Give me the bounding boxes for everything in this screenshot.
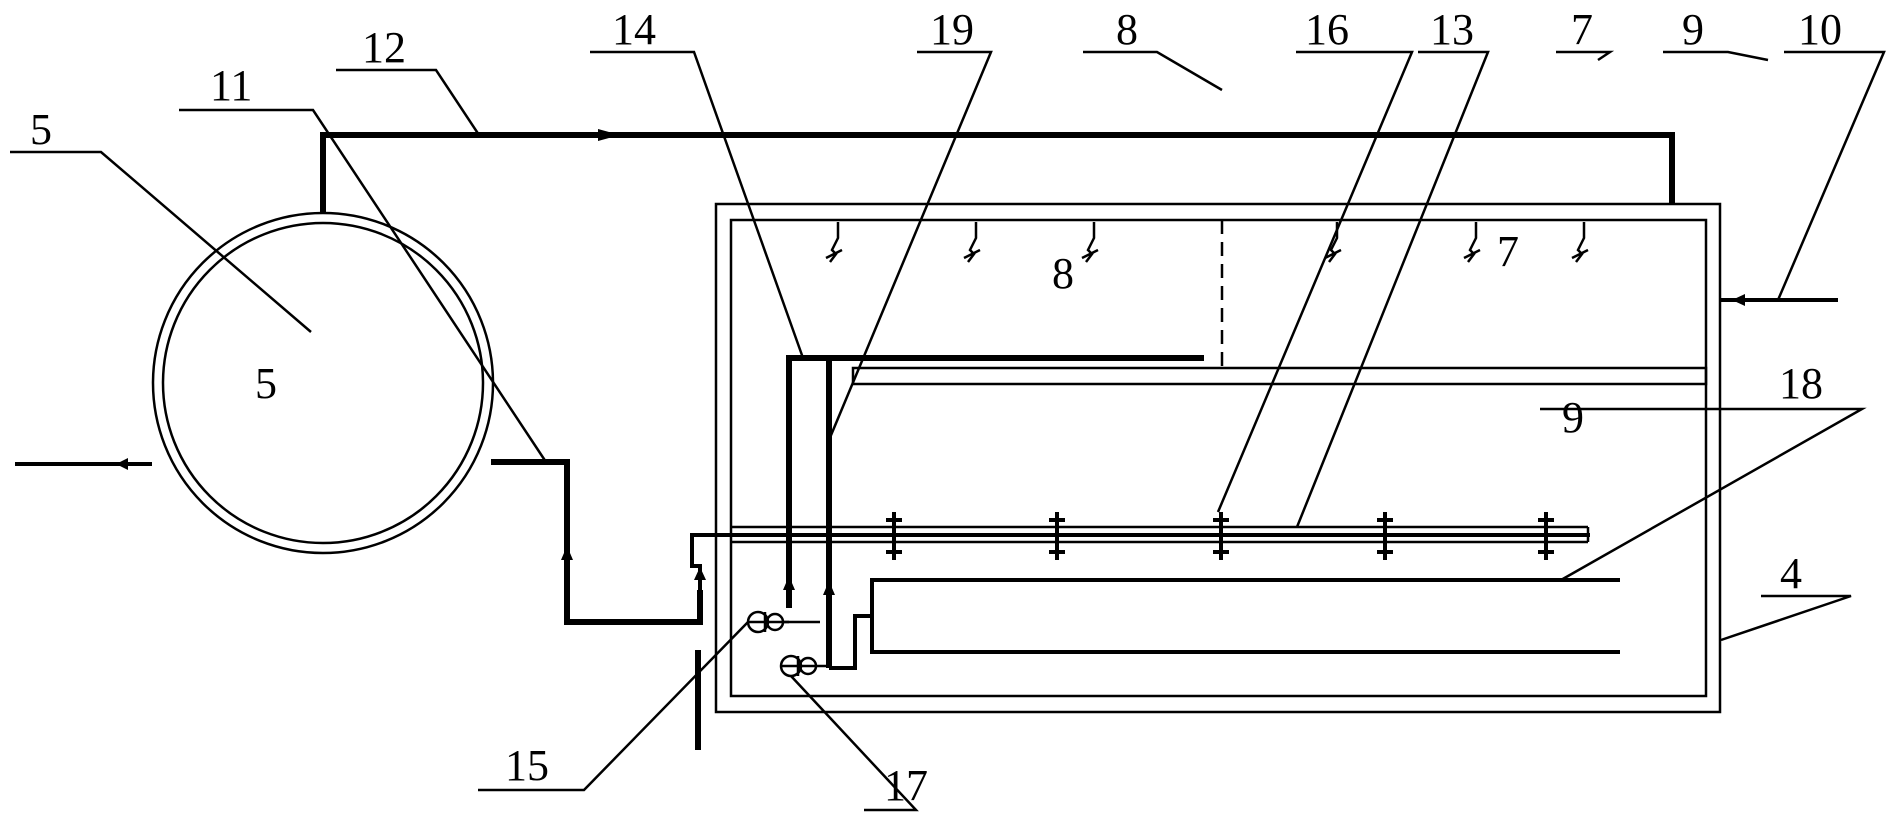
partition-plate [851, 366, 1708, 386]
pump-15 [746, 610, 820, 634]
nozzles-16 [886, 512, 1554, 560]
diffusers [825, 222, 1589, 263]
label-8: 8 [1116, 5, 1138, 54]
label-13: 13 [1430, 5, 1474, 54]
distribution-pipe-13 [731, 525, 1590, 544]
label-18: 18 [1779, 359, 1823, 408]
label-15: 15 [505, 741, 549, 790]
zone-label-9: 9 [1562, 393, 1584, 442]
label-12: 12 [362, 23, 406, 72]
label-4: 4 [1780, 549, 1802, 598]
leader-lines [10, 50, 1886, 812]
label-19: 19 [930, 5, 974, 54]
pump-17 [779, 654, 829, 678]
label-16: 16 [1305, 5, 1349, 54]
vessel-label-5: 5 [255, 359, 277, 408]
label-10: 10 [1798, 5, 1842, 54]
label-17: 17 [884, 761, 928, 810]
vessel-5 [151, 211, 495, 555]
label-11: 11 [210, 61, 252, 110]
pipe-19 [823, 358, 835, 668]
vessel-outlet-pipe [15, 458, 152, 470]
pipe-12 [320, 129, 1675, 213]
zone-label-8: 8 [1052, 249, 1074, 298]
label-9: 9 [1682, 5, 1704, 54]
zone-label-7: 7 [1497, 227, 1519, 276]
element-18 [829, 578, 1620, 670]
label-7: 7 [1571, 5, 1593, 54]
pipe-11 [491, 459, 1590, 750]
label-14: 14 [612, 5, 656, 54]
label-5: 5 [30, 105, 52, 154]
tank-4 [714, 202, 1722, 714]
pipe-14 [783, 355, 1204, 608]
